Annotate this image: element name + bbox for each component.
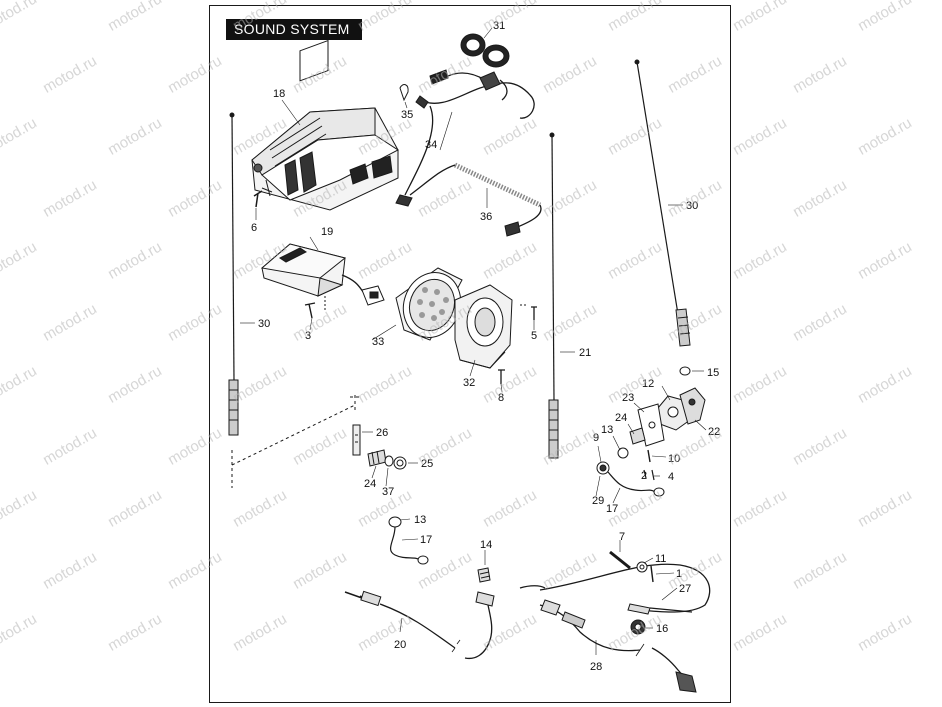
callout-17-left: 17 bbox=[420, 534, 432, 546]
callout-30-right: 30 bbox=[686, 200, 698, 212]
callout-30-left: 30 bbox=[258, 318, 270, 330]
callout-35: 35 bbox=[401, 109, 413, 121]
antenna-30-left bbox=[228, 112, 255, 436]
callout-19: 19 bbox=[321, 226, 333, 238]
bushing-24 bbox=[367, 449, 387, 467]
callout-25: 25 bbox=[421, 458, 433, 470]
screw-3 bbox=[304, 296, 326, 331]
callout-28: 28 bbox=[590, 661, 602, 673]
callout-24-right: 24 bbox=[615, 412, 627, 424]
callout-34: 34 bbox=[425, 139, 437, 151]
speaker-grilles-31 bbox=[460, 27, 510, 68]
callout-9: 9 bbox=[593, 432, 599, 444]
callout-17-right: 17 bbox=[606, 503, 618, 515]
washer-11 bbox=[636, 561, 648, 573]
clip-14 bbox=[477, 550, 491, 583]
callout-11: 11 bbox=[655, 553, 666, 565]
callout-8: 8 bbox=[498, 392, 504, 404]
callout-2: 2 bbox=[641, 470, 647, 482]
screw-10 bbox=[647, 449, 651, 463]
speaker-33 bbox=[395, 267, 463, 341]
bracket-22 bbox=[679, 387, 706, 425]
callout-10: 10 bbox=[668, 453, 680, 465]
leader-lines bbox=[281, 99, 707, 629]
nut-25 bbox=[393, 456, 418, 470]
ground-wire-17-right bbox=[607, 471, 665, 497]
callout-21: 21 bbox=[579, 347, 591, 359]
screw-5 bbox=[520, 304, 537, 320]
diagram-title: SOUND SYSTEM bbox=[226, 19, 362, 40]
bushing-24-right bbox=[629, 427, 646, 445]
radio-unit bbox=[251, 39, 399, 211]
callout-29: 29 bbox=[592, 495, 604, 507]
connector-35 bbox=[399, 84, 409, 109]
screw-4 bbox=[651, 469, 655, 481]
cable-20 bbox=[344, 590, 495, 660]
cable-27 bbox=[519, 563, 711, 615]
callout-24-left: 24 bbox=[364, 478, 376, 490]
screw-2 bbox=[643, 469, 647, 479]
screw-8 bbox=[498, 369, 505, 384]
stud-7 bbox=[609, 540, 631, 570]
screw-6 bbox=[253, 190, 263, 220]
callout-12: 12 bbox=[642, 378, 654, 390]
mount-outline bbox=[231, 395, 362, 488]
callout-6: 6 bbox=[251, 222, 257, 234]
speaker-housing-32 bbox=[454, 284, 513, 369]
callout-36: 36 bbox=[480, 211, 492, 223]
callout-3: 3 bbox=[305, 330, 311, 342]
callout-13-right: 13 bbox=[601, 424, 613, 436]
callout-15: 15 bbox=[707, 367, 719, 379]
callout-5: 5 bbox=[531, 330, 537, 342]
callout-22: 22 bbox=[708, 426, 720, 438]
callout-33: 33 bbox=[372, 336, 384, 348]
grommet-16 bbox=[630, 619, 646, 635]
antenna-21-center bbox=[548, 132, 575, 459]
antenna-30-right bbox=[634, 59, 691, 347]
antenna-cable-36 bbox=[409, 162, 542, 237]
callout-27: 27 bbox=[679, 583, 691, 595]
callout-4: 4 bbox=[668, 471, 674, 483]
screw-1 bbox=[650, 565, 654, 583]
amplifier-19 bbox=[260, 236, 385, 306]
cable-28 bbox=[539, 599, 697, 693]
callout-37: 37 bbox=[382, 486, 394, 498]
harness-34 bbox=[395, 69, 535, 207]
callout-14: 14 bbox=[480, 539, 492, 551]
callout-7: 7 bbox=[619, 531, 625, 543]
ground-wire-17-left bbox=[388, 516, 429, 565]
antenna-stud-26 bbox=[352, 424, 373, 456]
callout-13-left: 13 bbox=[414, 514, 426, 526]
callout-31: 31 bbox=[493, 20, 505, 32]
callout-16: 16 bbox=[656, 623, 668, 635]
callout-26: 26 bbox=[376, 427, 388, 439]
callout-32: 32 bbox=[463, 377, 475, 389]
terminal-13-right bbox=[617, 447, 629, 459]
callout-1: 1 bbox=[676, 568, 682, 580]
washer-37 bbox=[384, 455, 394, 467]
callout-23: 23 bbox=[622, 392, 634, 404]
callout-18: 18 bbox=[273, 88, 285, 100]
washer-9 bbox=[596, 461, 610, 475]
callout-20: 20 bbox=[394, 639, 406, 651]
nut-15 bbox=[679, 366, 704, 376]
